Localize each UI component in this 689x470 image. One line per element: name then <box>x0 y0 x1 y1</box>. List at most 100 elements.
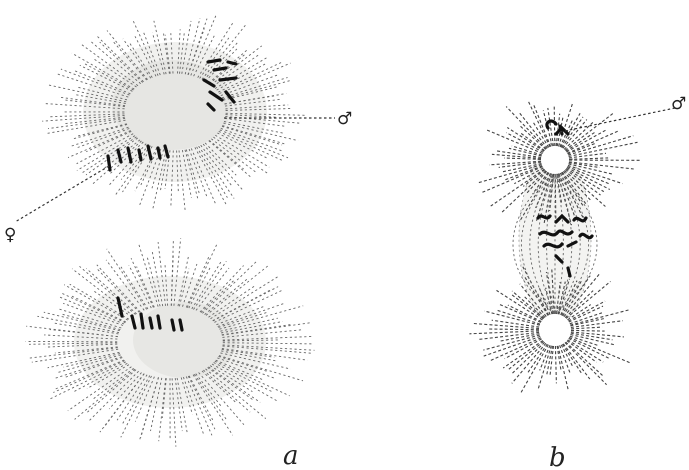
upper-cell-astral-rays <box>42 14 306 213</box>
astral-ray <box>223 121 284 134</box>
astral-ray <box>108 372 142 410</box>
astral-ray <box>122 38 152 79</box>
astral-ray <box>560 280 578 316</box>
astral-ray <box>46 119 126 134</box>
astral-ray <box>195 267 230 311</box>
chromosome <box>139 312 145 330</box>
astral-ray <box>53 360 125 393</box>
astral-ray <box>173 238 182 306</box>
astral-ray <box>488 160 542 166</box>
astral-ray <box>138 148 162 208</box>
chromosome <box>566 266 572 278</box>
astral-ray <box>562 275 591 317</box>
astral-ray <box>565 168 601 196</box>
astral-ray <box>184 18 201 75</box>
female-symbol: ♀ <box>4 225 16 245</box>
astral-ray <box>568 162 600 169</box>
astral-ray <box>120 266 149 310</box>
astral-ray <box>564 169 606 207</box>
spindle-fiber <box>537 171 556 315</box>
astral-ray <box>181 150 192 198</box>
astral-ray <box>193 261 227 310</box>
astral-ray <box>537 345 552 391</box>
spindle-fiber <box>554 171 590 315</box>
chromosome <box>116 148 123 164</box>
chromosome <box>208 90 224 102</box>
astral-ray <box>185 149 200 195</box>
astral-ray <box>161 378 167 419</box>
astral-ray <box>497 303 542 323</box>
chromosome <box>572 216 588 223</box>
lower-cell-astral-rays <box>25 238 315 447</box>
astral-ray <box>553 104 556 147</box>
astral-ray <box>89 370 139 421</box>
astral-ray <box>505 165 543 181</box>
panel-a-upper-cell: ♂ ♀ <box>4 14 352 245</box>
astral-ray <box>214 289 283 323</box>
astral-ray <box>469 330 540 335</box>
astral-ray <box>224 95 276 105</box>
astral-ray <box>483 334 540 351</box>
male-symbol: ♂ <box>337 109 352 129</box>
astral-ray <box>222 125 286 145</box>
astral-ray <box>211 363 279 402</box>
chromosome <box>538 229 574 237</box>
chromosome <box>212 66 228 72</box>
astral-ray <box>555 282 561 315</box>
astral-ray <box>99 41 144 83</box>
astral-ray <box>568 141 638 158</box>
panel-b-spindle-cell: ♂ <box>469 94 686 394</box>
astral-ray <box>93 58 137 88</box>
astral-ray <box>511 342 547 384</box>
astral-ray <box>565 131 595 152</box>
astral-ray <box>209 365 253 392</box>
astral-ray <box>48 84 127 103</box>
astral-ray <box>178 150 186 213</box>
astral-ray <box>213 362 274 393</box>
astral-ray <box>138 377 159 441</box>
spindle-fiber <box>554 171 598 315</box>
astral-ray <box>137 242 159 307</box>
astral-ray <box>81 136 137 174</box>
astral-ray <box>549 345 555 375</box>
spindle-fiber <box>512 171 556 315</box>
astral-ray <box>146 256 161 307</box>
chromosome <box>202 78 216 88</box>
astral-ray <box>507 127 545 152</box>
astral-ray <box>74 70 131 95</box>
astral-ray <box>215 134 270 168</box>
astral-ray <box>178 268 190 307</box>
astral-ray <box>179 32 185 74</box>
astral-ray <box>532 171 549 195</box>
chromosome <box>224 90 236 104</box>
astral-ray <box>218 355 304 382</box>
chromosome <box>536 214 552 220</box>
astral-ray <box>54 322 119 335</box>
astral-ray <box>72 363 128 393</box>
astral-ray <box>76 135 136 171</box>
chromosome <box>146 144 153 161</box>
chromosome <box>170 318 176 332</box>
astral-ray <box>140 148 159 186</box>
upper-centrosome <box>541 146 569 174</box>
astral-ray <box>562 343 591 380</box>
astral-ray <box>514 167 544 185</box>
astral-ray <box>558 278 571 315</box>
astral-ray <box>86 130 132 153</box>
astral-ray <box>79 43 139 87</box>
astral-ray <box>37 315 120 334</box>
astral-ray <box>522 169 546 187</box>
chromosome <box>554 213 570 224</box>
chromosome <box>542 242 564 249</box>
astral-ray <box>505 106 547 150</box>
astral-ray <box>54 346 118 354</box>
male-pronucleus-chromosomes <box>202 58 238 112</box>
astral-ray <box>134 147 158 192</box>
astral-ray <box>539 344 551 371</box>
astral-ray <box>566 129 607 153</box>
astral-ray <box>570 326 603 330</box>
astral-ray <box>214 56 269 89</box>
astral-ray <box>568 300 606 322</box>
astral-ray <box>496 309 541 325</box>
astral-ray <box>69 294 127 323</box>
